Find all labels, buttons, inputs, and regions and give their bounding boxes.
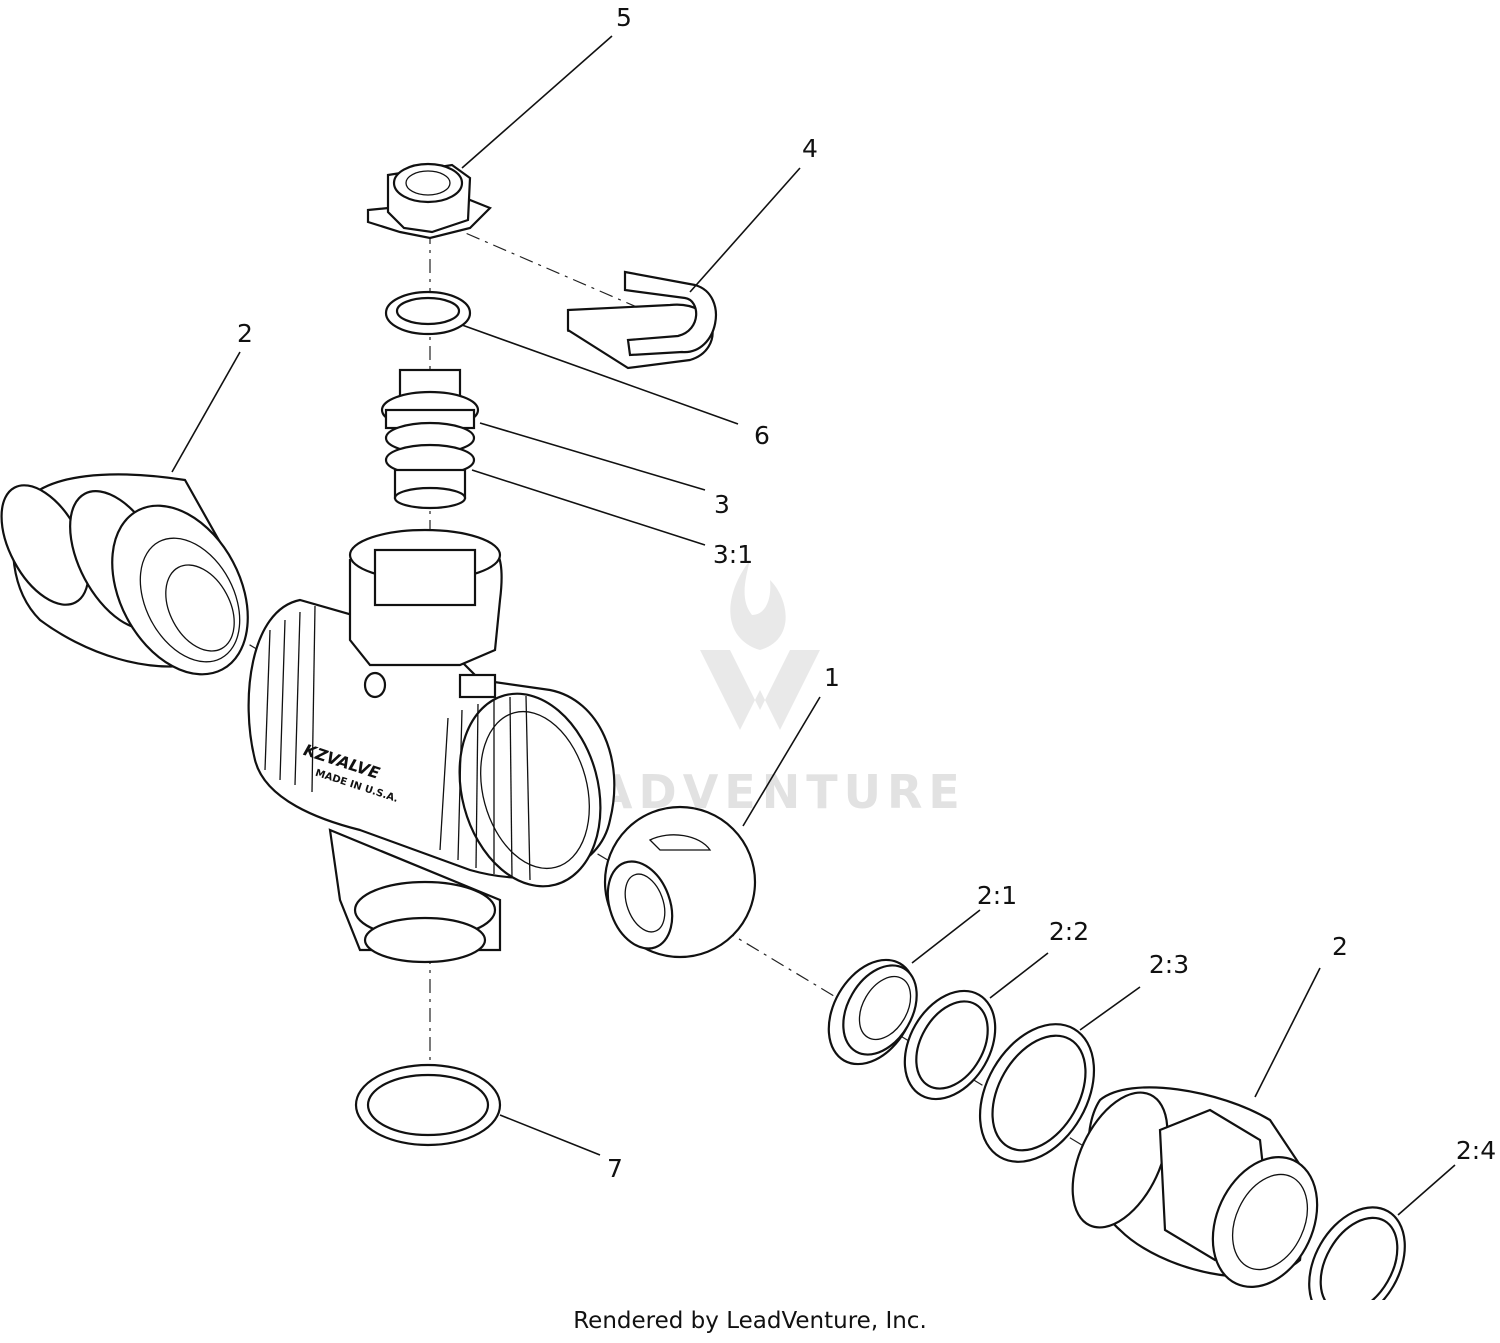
v-logo-icon	[700, 650, 820, 730]
callout-2-right: 2	[1332, 932, 1348, 961]
callout-2-4: 2:4	[1456, 1136, 1496, 1165]
callout-2-1: 2:1	[977, 881, 1017, 910]
part-2-2-gasket	[903, 989, 997, 1101]
part-3-stem	[380, 368, 480, 510]
part-6-washer	[384, 290, 472, 336]
part-2-4-o-ring	[1308, 1206, 1406, 1300]
flame-icon	[730, 560, 786, 650]
callout-3: 3	[714, 490, 730, 519]
callout-3-1: 3:1	[713, 540, 753, 569]
part-2-1-seat	[827, 958, 918, 1066]
part-2-3-gasket	[978, 1023, 1096, 1163]
callout-2-left: 2	[237, 319, 253, 348]
callout-1: 1	[824, 663, 840, 692]
callout-2-2: 2:2	[1049, 917, 1089, 946]
callout-5: 5	[616, 3, 632, 32]
callout-6: 6	[754, 421, 770, 450]
callout-7: 7	[607, 1154, 623, 1183]
part-2-right-fitting	[1071, 1086, 1319, 1288]
part-1-ball	[603, 805, 757, 959]
part-7-o-ring	[354, 1063, 502, 1147]
diagram-canvas: LEADVENTURE	[0, 3, 1496, 1300]
leader-lines	[171, 35, 1456, 1216]
part-2-left-fitting	[0, 473, 249, 676]
part-5-handle-cap	[366, 162, 492, 240]
render-credit: Rendered by LeadVenture, Inc.	[573, 1308, 927, 1334]
part-valve-body: KZVALVE MADE IN U.S.A.	[247, 528, 616, 964]
part-4-u-clip	[566, 270, 718, 370]
callout-labels: 5 4 2 6 3 3:1 1 2:1 2:2 2:3 2 2:4 7	[237, 3, 1496, 1183]
callout-2-3: 2:3	[1149, 950, 1189, 979]
callout-4: 4	[802, 134, 818, 163]
